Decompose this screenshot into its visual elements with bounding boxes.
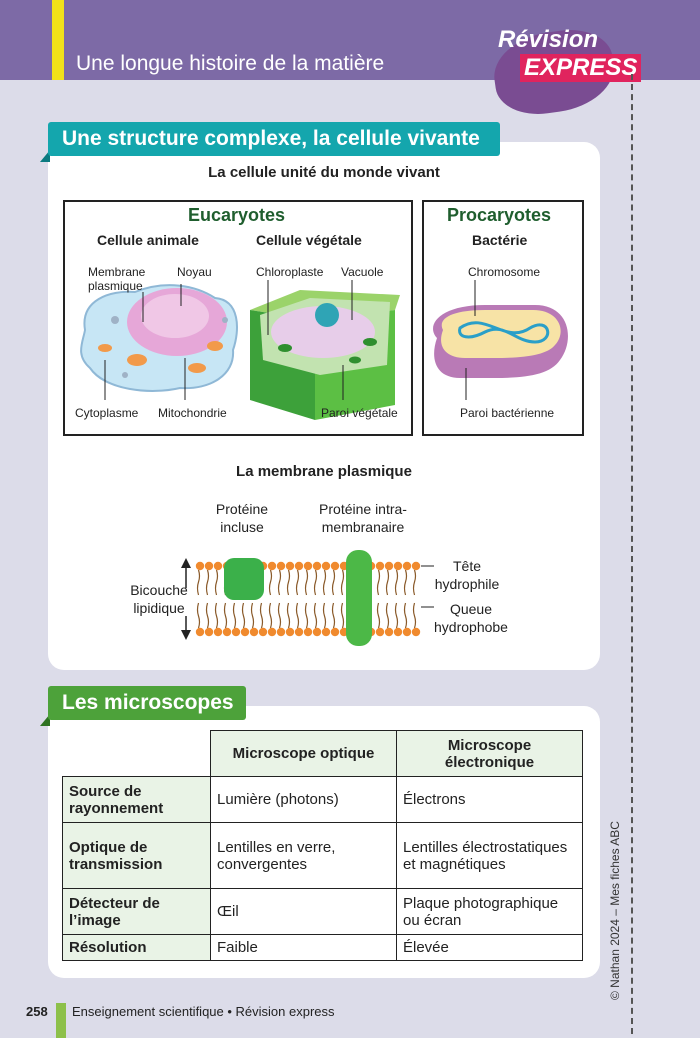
cell-optique: Œil	[210, 888, 397, 935]
cell-illustrations	[80, 280, 568, 420]
cell-electronique: Plaque photographique ou écran	[396, 888, 583, 935]
footer-accent-bar	[56, 1003, 66, 1038]
copyright: © Nathan 2024 – Mes fiches ABC	[608, 821, 622, 1000]
cell-optique: Faible	[210, 934, 397, 961]
label-membrane: Membrane plasmique	[88, 265, 146, 293]
cell-electronique: Lentilles électrostatiques et magnétique…	[396, 822, 583, 889]
table-row: Détecteur de l’image Œil Plaque photogra…	[62, 888, 583, 935]
chapter-title: Une longue histoire de la matière	[76, 52, 385, 75]
cell-optique: Lumière (photons)	[210, 776, 397, 823]
revision-express-logo: Révision EXPRESS	[488, 18, 642, 120]
cell-electronique: Électrons	[396, 776, 583, 823]
row-label: Source de rayonnement	[62, 776, 211, 823]
logo-line1: Révision	[498, 26, 599, 53]
cell-optique: Lentilles en verre, convergentes	[210, 822, 397, 889]
row-label: Détecteur de l’image	[62, 888, 211, 935]
bacteria-title: Bactérie	[472, 232, 528, 248]
cell-electronique: Élevée	[396, 934, 583, 961]
plant-cell-title: Cellule végétale	[256, 232, 362, 248]
label-mitochondrie: Mitochondrie	[158, 406, 227, 420]
label-chloroplaste: Chloroplaste	[256, 265, 324, 279]
section-title-cell: Une structure complexe, la cellule vivan…	[48, 122, 500, 156]
protein-included-shape	[224, 558, 264, 600]
label-paroi-vegetale: Paroi végétale	[321, 406, 398, 420]
protein-intra-shape	[346, 550, 372, 646]
label-protein-intra: Protéine intra-membranaire	[319, 501, 407, 535]
row-label: Résolution	[62, 934, 211, 961]
label-tail: Queue hydrophobe	[434, 601, 508, 635]
label-vacuole: Vacuole	[341, 265, 384, 279]
label-paroi-bacterienne: Paroi bactérienne	[460, 406, 555, 420]
table-row: Source de rayonnement Lumière (photons) …	[62, 776, 583, 823]
section-title-microscopes: Les microscopes	[48, 686, 246, 720]
eukaryotes-title: Eucaryotes	[188, 205, 286, 225]
label-chromosome: Chromosome	[468, 265, 541, 279]
membrane-diagram	[181, 550, 434, 646]
header-accent-bar	[52, 0, 64, 80]
col-header-electronique: Microscope électronique	[396, 730, 583, 777]
table-row: Résolution Faible Élevée	[62, 934, 583, 961]
animal-cell-image	[80, 284, 238, 392]
row-label: Optique de transmission	[62, 822, 211, 889]
section-tab-fold-2	[40, 714, 50, 726]
col-header-optique: Microscope optique	[210, 730, 397, 777]
membrane-title: La membrane plasmique	[236, 463, 412, 480]
label-noyau: Noyau	[177, 265, 212, 279]
section-tab-fold	[40, 150, 50, 162]
table-row: Optique de transmission Lentilles en ver…	[62, 822, 583, 889]
label-head: Tête hydrophile	[434, 558, 500, 592]
animal-cell-title: Cellule animale	[97, 232, 199, 248]
microscope-table: Microscope optique Microscope électroniq…	[62, 730, 583, 961]
logo-line2: EXPRESS	[520, 54, 642, 82]
prokaryotes-title: Procaryotes	[447, 205, 552, 225]
label-protein-included: Protéine incluse	[215, 501, 269, 535]
table-corner	[63, 731, 211, 777]
cut-line	[631, 74, 633, 1034]
plant-cell-image	[250, 290, 400, 420]
page-number: 258	[26, 1004, 48, 1019]
bacteria-image	[433, 305, 568, 378]
label-cytoplasme: Cytoplasme	[75, 406, 139, 420]
cell-diagram-title: La cellule unité du monde vivant	[208, 164, 440, 181]
label-bilayer: Bicouche lipidique	[130, 582, 188, 616]
footer-text: Enseignement scientifique • Révision exp…	[72, 1004, 335, 1019]
table-header-row: Microscope optique Microscope électroniq…	[63, 730, 583, 777]
